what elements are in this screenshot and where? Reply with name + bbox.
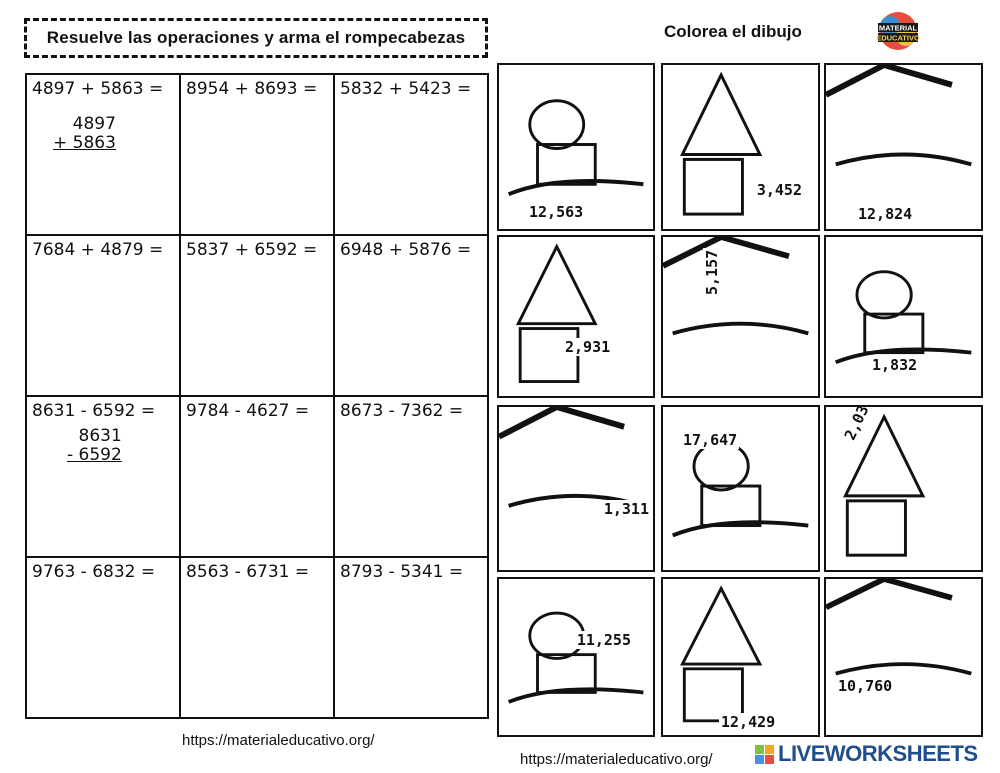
operation-cell[interactable]: 4897 + 5863 = 4897+ 5863 [25,73,181,236]
puzzle-number: 17,647 [681,431,740,449]
christmas-drawing-fragment [680,585,763,723]
work-line: + 5863 [53,133,116,153]
operation-cell[interactable]: 9763 - 6832 = [25,556,181,719]
operations-table: 4897 + 5863 = 4897+ 5863 8954 + 8693 = 5… [25,73,489,719]
christmas-drawing-fragment [507,99,644,197]
puzzle-number: 1,311 [601,500,651,518]
puzzle-number: 11,255 [574,631,633,649]
liveworksheets-watermark: LIVEWORKSHEETS [745,741,978,767]
work-area: 4897+ 5863 [53,115,116,153]
operation-cell[interactable]: 7684 + 4879 = [25,234,181,397]
instruction-text: Resuelve las operaciones y arma el rompe… [46,28,466,47]
christmas-drawing-fragment [515,243,598,383]
material-educativo-logo: MATERIAL EDUCATIVO [876,12,920,50]
liveworksheets-text: LIVEWORKSHEETS [778,741,978,766]
christmas-drawing-fragment [663,237,809,336]
operation-text: 4897 + 5863 = [32,79,164,99]
christmas-drawing-fragment [843,413,926,557]
svg-text:MATERIAL: MATERIAL [879,24,918,33]
color-title: Colorea el dibujo [664,22,802,41]
source-url-2: https://materialeducativo.org/ [520,751,713,768]
operation-text: 8631 - 6592 = [32,401,156,421]
instruction-title: Resuelve las operaciones y arma el rompe… [24,18,488,58]
puzzle-piece[interactable]: 1,832 [824,235,983,398]
puzzle-piece[interactable]: 12,824 [824,63,983,231]
operation-cell[interactable]: 8673 - 7362 = [333,395,489,558]
liveworksheets-logo-icon [745,744,774,764]
puzzle-number: 12,824 [856,205,915,223]
operation-cell[interactable]: 8563 - 6731 = [179,556,335,719]
operation-text: 9784 - 4627 = [186,401,310,421]
puzzle-number: 3,452 [754,181,804,199]
operation-text: 7684 + 4879 = [32,240,164,260]
work-line: 8631 [78,426,122,446]
puzzle-number: 12,563 [527,203,586,221]
puzzle-piece[interactable]: 2,039 [824,405,983,572]
operation-text: 8673 - 7362 = [340,401,464,421]
puzzle-piece[interactable]: 1,311 [497,405,655,572]
puzzle-piece[interactable]: 5,157 [661,235,820,398]
source-url: https://materialeducativo.org/ [182,732,375,749]
christmas-drawing-fragment [826,65,972,167]
christmas-drawing-fragment [499,407,644,508]
puzzle-number: 10,760 [836,677,895,695]
christmas-drawing-fragment [680,71,763,216]
christmas-drawing-fragment [834,270,972,365]
operation-cell[interactable]: 5832 + 5423 = [333,73,489,236]
work-line: - 6592 [67,445,122,465]
christmas-drawing-fragment [507,611,644,704]
operation-text: 9763 - 6832 = [32,562,156,582]
operation-cell[interactable]: 9784 - 4627 = [179,395,335,558]
operation-text: 5837 + 6592 = [186,240,318,260]
operation-text: 8563 - 6731 = [186,562,310,582]
operation-cell[interactable]: 5837 + 6592 = [179,234,335,397]
christmas-drawing-fragment [826,579,972,676]
puzzle-piece[interactable]: 12,429 [661,577,820,737]
operation-text: 5832 + 5423 = [340,79,472,99]
operation-text: 8793 - 5341 = [340,562,464,582]
puzzle-number: 1,832 [870,356,920,374]
puzzle-number: 5,157 [703,247,721,297]
puzzle-piece[interactable]: 11,255 [497,577,655,737]
puzzle-piece[interactable]: 10,760 [824,577,983,737]
puzzle-number: 2,931 [563,338,613,356]
operation-cell[interactable]: 6948 + 5876 = [333,234,489,397]
operation-cell[interactable]: 8631 - 6592 = 8631- 6592 [25,395,181,558]
puzzle-piece[interactable]: 17,647 [661,405,820,572]
svg-text:EDUCATIVO: EDUCATIVO [876,34,920,43]
operation-text: 8954 + 8693 = [186,79,318,99]
operation-cell[interactable]: 8954 + 8693 = [179,73,335,236]
work-area: 8631- 6592 [67,427,122,465]
work-line: 4897 [72,114,116,134]
operation-cell[interactable]: 8793 - 5341 = [333,556,489,719]
operation-text: 6948 + 5876 = [340,240,472,260]
puzzle-piece[interactable]: 3,452 [661,63,820,231]
puzzle-number: 12,429 [719,713,778,731]
puzzle-piece[interactable]: 2,931 [497,235,655,398]
puzzle-piece[interactable]: 12,563 [497,63,655,231]
